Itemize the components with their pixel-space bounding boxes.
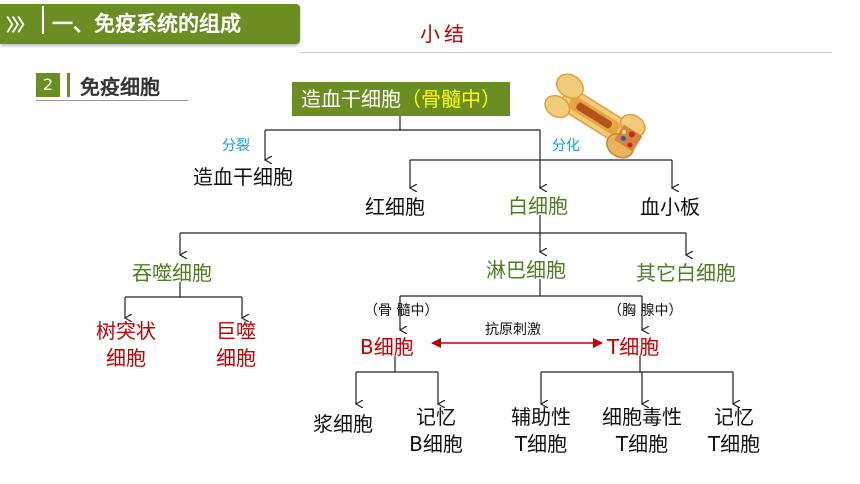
helper-t-line-1: 辅助性: [511, 405, 571, 429]
node-cytotoxic-t-cell: 细胞毒性 T细胞: [596, 404, 688, 458]
bone-marrow-note: （骨 髓中）: [364, 303, 439, 319]
banner-divider: [42, 6, 44, 34]
bone-marrow-image: [544, 73, 646, 159]
antigen-stimulation-label: 抗原刺激: [485, 322, 541, 338]
node-memory-t-cell: 记忆 T细胞: [703, 404, 765, 458]
node-phagocyte: 吞噬细胞: [132, 261, 212, 285]
node-b-cell: B细胞: [360, 335, 414, 359]
section-title: 免疫细胞: [80, 75, 160, 99]
cytotoxic-t-line-1: 细胞毒性: [602, 405, 682, 429]
macrophage-line-2: 细胞: [216, 346, 256, 370]
differentiate-label: 分化: [552, 138, 580, 154]
node-platelet: 血小板: [640, 195, 700, 219]
node-macrophage: 巨噬 细胞: [214, 318, 258, 372]
root-label: 造血干细胞: [301, 87, 401, 111]
dendritic-line-2: 细胞: [106, 346, 146, 370]
cytotoxic-t-line-2: T细胞: [615, 432, 669, 456]
macrophage-line-1: 巨噬: [216, 319, 256, 343]
summary-title: 小结: [420, 22, 468, 46]
memory-t-line-2: T细胞: [707, 432, 761, 456]
section-number: 2: [36, 73, 60, 97]
chevron-right-icon: 〉〉〉: [6, 16, 34, 36]
node-plasma-cell: 浆细胞: [313, 412, 373, 436]
node-helper-t-cell: 辅助性 T细胞: [507, 404, 575, 458]
title-banner: [0, 4, 300, 44]
node-white-blood-cell: 白细胞: [508, 194, 568, 218]
header-rule: [300, 52, 832, 53]
helper-t-line-2: T细胞: [514, 432, 568, 456]
section-bar: [67, 73, 70, 97]
split-label: 分裂: [222, 138, 250, 154]
banner-title: 一、免疫系统的组成: [52, 12, 241, 36]
thymus-note: （胸 腺中）: [608, 303, 683, 319]
dendritic-line-1: 树突状: [96, 319, 156, 343]
node-memory-b-cell: 记忆 B细胞: [404, 404, 468, 458]
node-stem-cell-renew: 造血干细胞: [193, 165, 293, 189]
section-underline: [36, 100, 188, 101]
hematopoietic-stem-cell-box: 造血干细胞（骨髓中）: [292, 82, 510, 116]
node-dendritic-cell: 树突状 细胞: [94, 318, 158, 372]
root-location: （骨髓中）: [401, 87, 501, 111]
node-other-white-cells: 其它白细胞: [636, 261, 736, 285]
memory-t-line-1: 记忆: [714, 405, 754, 429]
memory-b-line-2: B细胞: [409, 432, 463, 456]
node-t-cell: T细胞: [607, 335, 660, 359]
node-red-blood-cell: 红细胞: [365, 195, 425, 219]
node-lymphocyte: 淋巴细胞: [486, 258, 566, 282]
memory-b-line-1: 记忆: [416, 405, 456, 429]
